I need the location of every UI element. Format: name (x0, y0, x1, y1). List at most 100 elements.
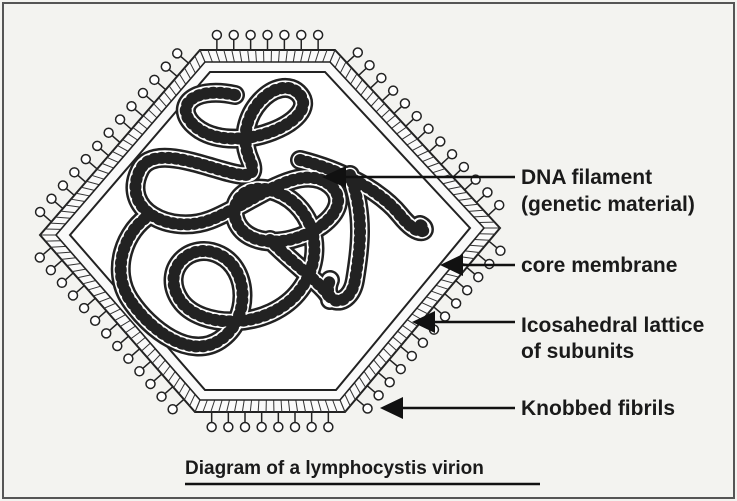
fibril-stalk (476, 196, 483, 203)
fibril-knob (389, 86, 398, 95)
fibril-knob (81, 155, 90, 164)
fibril-knob (424, 124, 433, 133)
fibril-stalk (110, 324, 118, 331)
fibril-knob (400, 99, 409, 108)
fibril-stalk (456, 281, 464, 287)
fibril-stalk (489, 241, 497, 247)
fibril-stalk (400, 346, 408, 352)
fibril-knob (135, 367, 144, 376)
fibril-knob (314, 31, 323, 40)
fibril-stalk (367, 386, 375, 392)
fibril-knob (297, 31, 306, 40)
fibril-stalk (389, 359, 397, 365)
fibril-knob (496, 246, 505, 255)
label-dna-line1: DNA filament (521, 166, 652, 189)
fibril-knob (124, 354, 133, 363)
fibril-stalk (124, 123, 132, 130)
fibril-knob (385, 378, 394, 387)
fibril-stalk (465, 183, 472, 190)
fibril-stalk (147, 96, 155, 103)
fibril-stalk (378, 373, 386, 379)
fibril-stalk (112, 136, 120, 143)
fibril-knob (224, 423, 233, 432)
fibril-knob (69, 291, 78, 300)
fibril-knob (161, 62, 170, 71)
label-lattice-line2: of subunits (521, 340, 634, 363)
fibril-knob (70, 168, 79, 177)
fibril-knob (474, 273, 483, 282)
fibril-knob (377, 73, 386, 82)
fibril-knob (274, 423, 283, 432)
fibril-knob (257, 423, 266, 432)
fibril-knob (363, 404, 372, 413)
fibril-knob (407, 351, 416, 360)
fibril-stalk (411, 333, 419, 339)
label-fibrils: Knobbed fibrils (521, 397, 675, 420)
fibril-knob (441, 312, 450, 321)
fibril-stalk (67, 189, 75, 196)
fibril-stalk (165, 387, 173, 394)
fibril-stalk (132, 349, 140, 356)
fibril-knob (207, 423, 216, 432)
fibril-stalk (359, 69, 366, 76)
fibril-knob (80, 304, 89, 313)
fibril-stalk (121, 336, 129, 343)
fibril-stalk (135, 110, 143, 117)
fibril-stalk (347, 56, 354, 63)
fibril-knob (418, 338, 427, 347)
fibril-stalk (441, 158, 448, 165)
fibril-knob (307, 423, 316, 432)
fibril-knob (47, 194, 56, 203)
fibril-stalk (88, 298, 96, 305)
fibril-knob (412, 112, 421, 121)
fibril-knob (102, 329, 111, 338)
fibril-knob (291, 423, 300, 432)
fibril-knob (116, 115, 125, 124)
fibril-knob (495, 201, 504, 210)
fibril-stalk (394, 107, 401, 114)
fibril-stalk (356, 399, 364, 405)
fibril-knob (463, 286, 472, 295)
fibril-stalk (478, 254, 486, 260)
fibril-stalk (99, 311, 107, 318)
fibril-knob (483, 188, 492, 197)
fibril-knob (263, 31, 272, 40)
fibril-knob (324, 423, 333, 432)
fibril-stalk (418, 132, 425, 139)
fibril-knob (138, 89, 147, 98)
fibril-knob (35, 253, 44, 262)
fibril-knob (212, 31, 221, 40)
fibril-knob (452, 299, 461, 308)
caption: Diagram of a lymphocystis virion (185, 458, 484, 479)
fibril-stalk (429, 145, 436, 152)
fibril-knob (127, 102, 136, 111)
fibril-stalk (445, 294, 453, 300)
fibril-stalk (406, 119, 413, 126)
fibril-stalk (176, 399, 184, 406)
fibril-knob (157, 392, 166, 401)
fibril-stalk (78, 176, 86, 183)
fibril-stalk (77, 286, 85, 293)
fibril-stalk (158, 83, 166, 90)
fibril-knob (246, 31, 255, 40)
fibril-knob (36, 207, 45, 216)
fibril-knob (113, 342, 122, 351)
fibril-knob (168, 405, 177, 414)
fibril-knob (396, 365, 405, 374)
fibril-stalk (181, 57, 189, 64)
fibril-knob (459, 162, 468, 171)
fibril-stalk (55, 202, 63, 209)
fibril-knob (229, 31, 238, 40)
label-core-membrane: core membrane (521, 254, 677, 277)
label-lattice-line1: Icosahedral lattice (521, 314, 704, 337)
fibril-knob (58, 181, 67, 190)
fibril-stalk (143, 361, 151, 368)
fibril-knob (57, 278, 66, 287)
fibril-knob (374, 391, 383, 400)
fibril-knob (150, 75, 159, 84)
fibril-knob (91, 316, 100, 325)
fibril-knob (104, 128, 113, 137)
fibril-stalk (44, 248, 52, 255)
